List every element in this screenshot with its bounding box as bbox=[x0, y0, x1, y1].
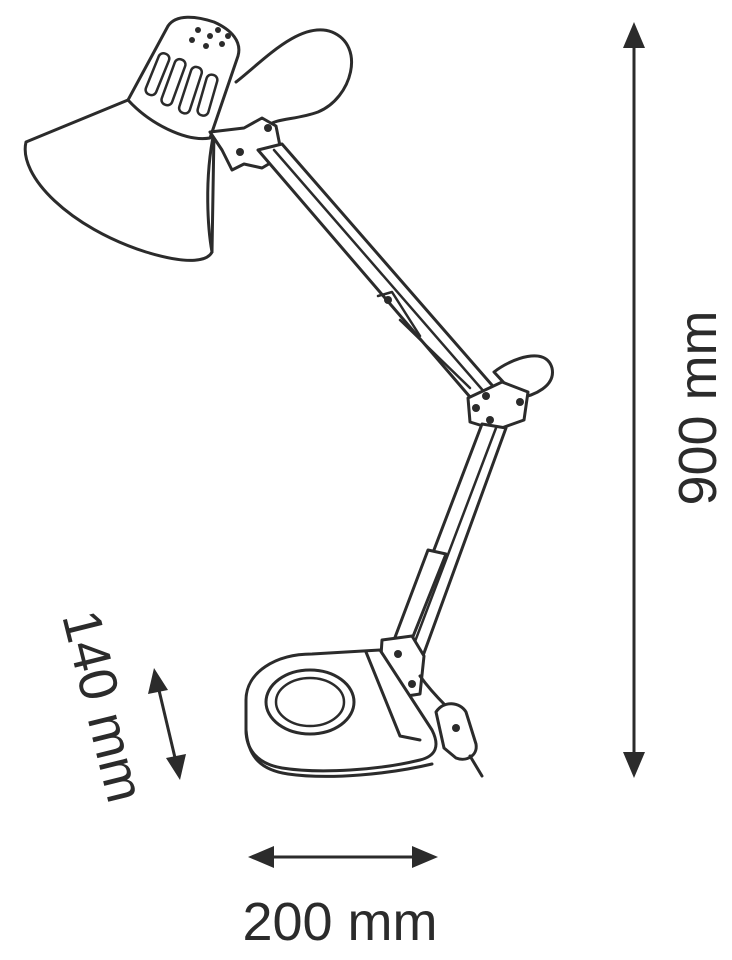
height-label: 900 mm bbox=[668, 310, 728, 505]
base-weight-rim bbox=[274, 676, 346, 728]
width-dimension-arrow bbox=[248, 846, 438, 868]
base-width-label: 200 mm bbox=[242, 892, 437, 952]
lamp-head bbox=[126, 15, 241, 141]
shade-rim bbox=[206, 130, 216, 254]
upper-arm-spring bbox=[398, 318, 472, 390]
base-top-panel bbox=[364, 650, 422, 742]
head-cap-holes bbox=[189, 27, 231, 49]
desk-lamp-icon bbox=[23, 15, 554, 778]
depth-dimension-arrow bbox=[148, 668, 186, 780]
upper-arm bbox=[256, 142, 500, 406]
lamp-shade bbox=[23, 98, 216, 262]
base-cord bbox=[418, 674, 448, 708]
base-depth-label: 140 mm bbox=[50, 604, 155, 808]
vent-slots bbox=[144, 51, 219, 117]
base-side bbox=[244, 728, 434, 778]
power-cord bbox=[468, 754, 484, 778]
head-cord bbox=[234, 28, 354, 128]
base-weight-disc bbox=[264, 668, 356, 736]
lower-arm bbox=[390, 422, 508, 666]
height-dimension-arrow bbox=[623, 22, 645, 778]
